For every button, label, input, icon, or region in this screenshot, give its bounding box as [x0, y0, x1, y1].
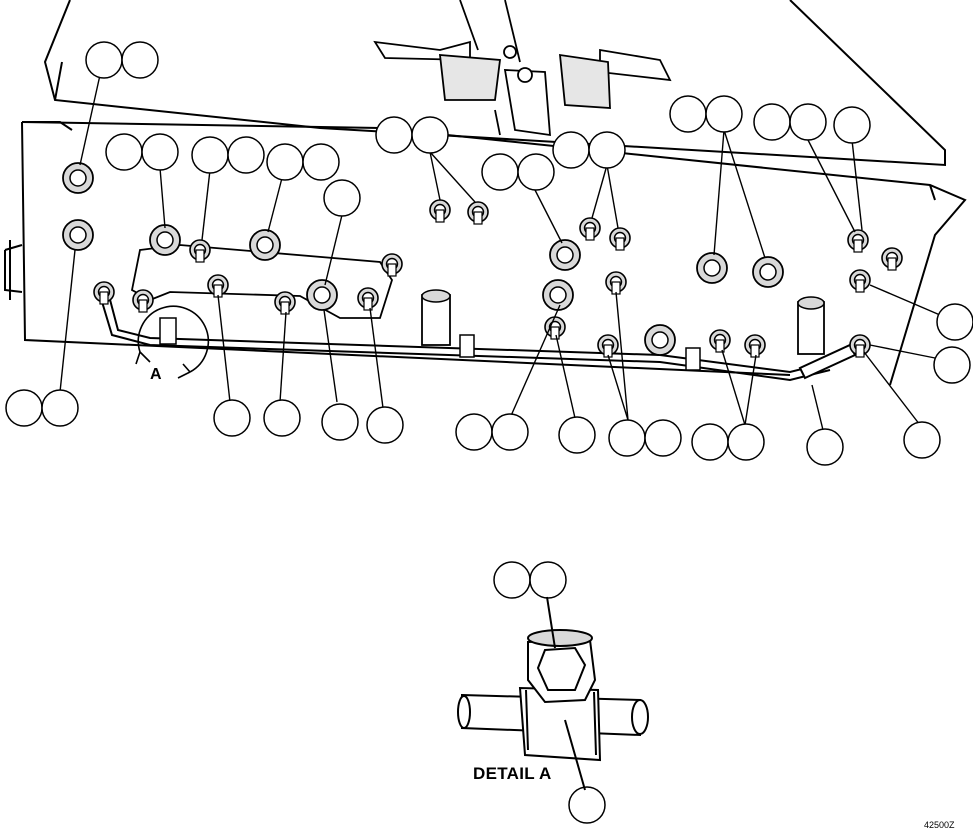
view-a-indicator: [135, 305, 210, 379]
detail-a-drawing: [457, 596, 649, 791]
callout-bubble: [323, 179, 361, 217]
callout-bubble: [558, 416, 596, 454]
callout-bubble: [481, 153, 555, 191]
callout-bubble: [933, 346, 971, 384]
leader-lines: [59, 74, 941, 431]
callout-bubble: [608, 419, 682, 457]
detail-a-title: DETAIL A: [473, 764, 552, 783]
callout-bubble: [5, 389, 79, 427]
callout-bubble: [263, 399, 301, 437]
tubing-line: [99, 291, 857, 382]
callout-bubble: [266, 143, 340, 181]
callout-bubble: [903, 421, 941, 459]
callout-bubble: [455, 413, 529, 451]
callout-bubble: [691, 423, 765, 461]
callout-bubble: [191, 136, 265, 174]
callout-bubble: [806, 428, 844, 466]
latch-assembly: [373, 0, 672, 137]
view-a-letter: A: [150, 366, 162, 383]
callout-bubble: [568, 786, 606, 824]
callout-bubble: [321, 403, 359, 441]
callout-bubble: [366, 406, 404, 444]
fittings: [62, 162, 903, 371]
callout-bubble: [936, 303, 973, 341]
callout-bubble: [213, 399, 251, 437]
callout-bubble: [493, 561, 567, 599]
callout-bubble: [105, 133, 179, 171]
callout-bubble: [833, 106, 871, 144]
drawing-number: 42500Z: [924, 820, 955, 830]
